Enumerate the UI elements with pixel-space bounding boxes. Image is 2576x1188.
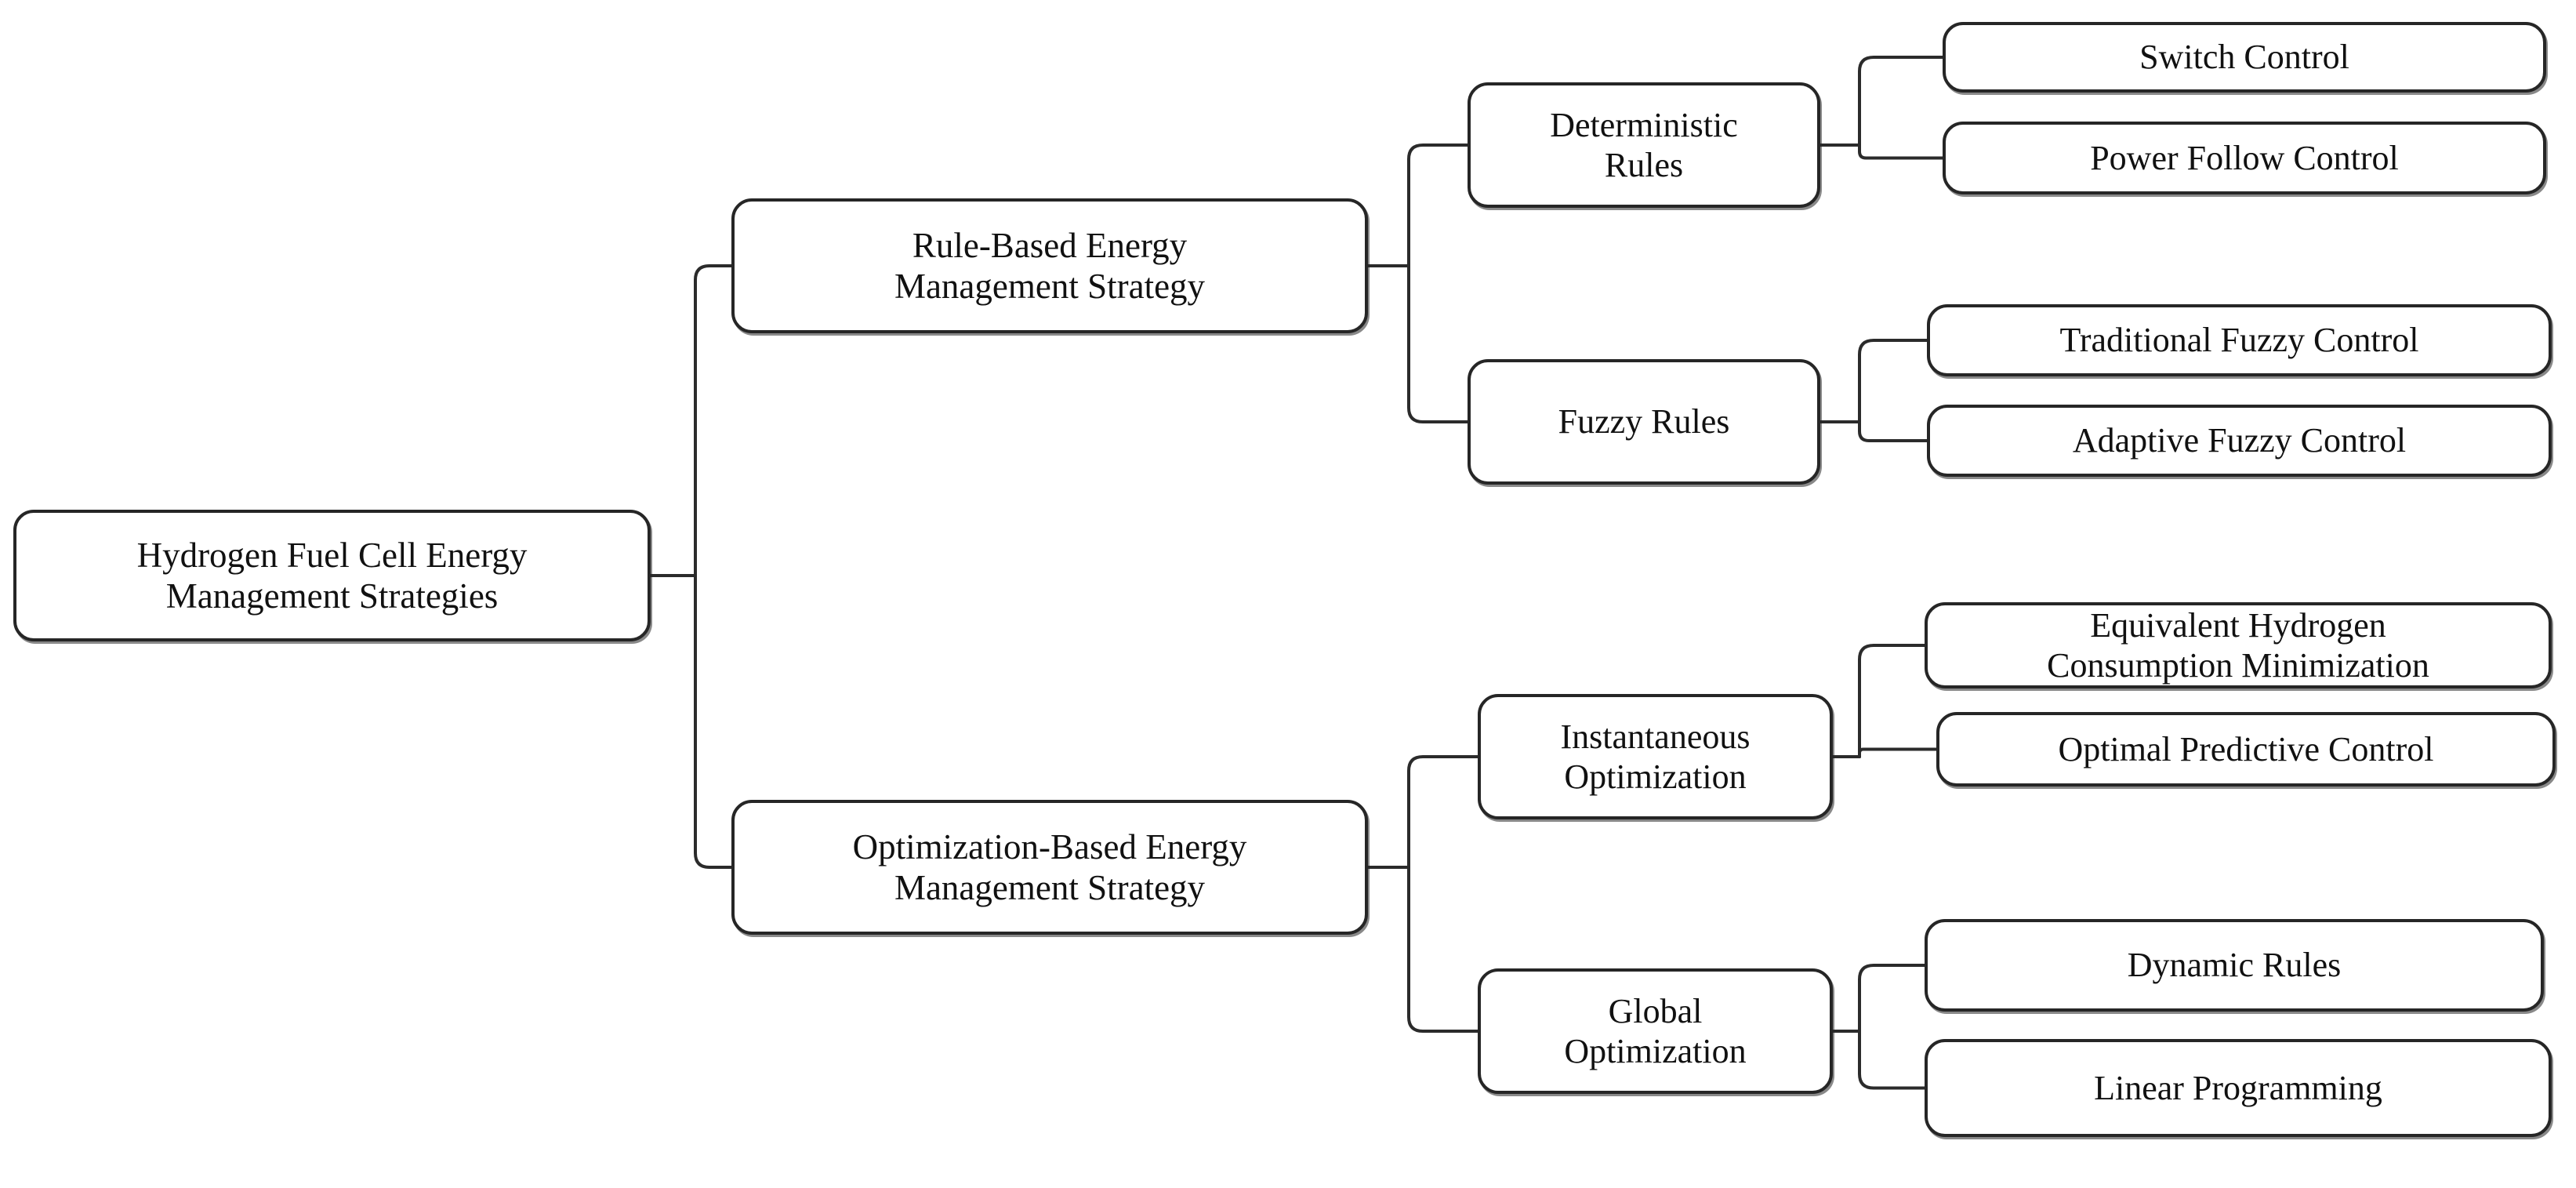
node-fuzzy-rules-label: Fuzzy Rules (1558, 402, 1730, 441)
connector-line (1858, 144, 1944, 160)
node-switch-control-label: Switch Control (2139, 38, 2349, 77)
node-power-follow-control-label: Power Follow Control (2090, 138, 2399, 177)
connector-line (694, 574, 733, 869)
connector-line (1407, 866, 1479, 1033)
connector-line (1858, 1030, 1926, 1090)
connector-line (1407, 755, 1479, 869)
connector-line (1407, 144, 1469, 267)
node-instantaneous-optimization-label: Instantaneous Optimization (1560, 717, 1751, 796)
connector-line (1858, 644, 1926, 758)
node-rule-based-energy-management-strategy-label: Rule-Based Energy Management Strategy (894, 225, 1206, 306)
node-optimal-predictive-control-label: Optimal Predictive Control (2058, 729, 2434, 768)
node-switch-control[interactable]: Switch Control (1943, 22, 2546, 93)
node-linear-programming-label: Linear Programming (2094, 1068, 2382, 1107)
node-global-optimization-label: Global Optimization (1564, 991, 1747, 1070)
node-dynamic-rules[interactable]: Dynamic Rules (1925, 919, 2544, 1012)
connector-line (1858, 747, 1938, 758)
node-root[interactable]: Hydrogen Fuel Cell Energy Management Str… (13, 510, 651, 641)
node-adaptive-fuzzy-control[interactable]: Adaptive Fuzzy Control (1927, 405, 2552, 477)
connector-line (694, 264, 733, 577)
connector-line (1858, 339, 1928, 423)
connector-line (1858, 964, 1926, 1033)
node-fuzzy-rules[interactable]: Fuzzy Rules (1468, 359, 1820, 485)
node-linear-programming[interactable]: Linear Programming (1925, 1039, 2552, 1137)
connector-line (1407, 264, 1469, 423)
node-deterministic-rules[interactable]: Deterministic Rules (1468, 82, 1820, 208)
node-power-follow-control[interactable]: Power Follow Control (1943, 122, 2546, 194)
node-equivalent-hydrogen-consumption-minimization[interactable]: Equivalent Hydrogen Consumption Minimiza… (1925, 602, 2552, 688)
node-traditional-fuzzy-control[interactable]: Traditional Fuzzy Control (1927, 304, 2552, 376)
node-instantaneous-optimization[interactable]: Instantaneous Optimization (1478, 694, 1833, 819)
node-rule-based-energy-management-strategy[interactable]: Rule-Based Energy Management Strategy (731, 198, 1368, 333)
node-root-label: Hydrogen Fuel Cell Energy Management Str… (136, 535, 528, 616)
connector-line (1858, 56, 1944, 147)
node-dynamic-rules-label: Dynamic Rules (2127, 946, 2342, 985)
node-optimization-based-energy-management-strategy-label: Optimization-Based Energy Management Str… (852, 827, 1247, 907)
node-optimal-predictive-control[interactable]: Optimal Predictive Control (1936, 712, 2556, 787)
node-deterministic-rules-label: Deterministic Rules (1550, 105, 1738, 184)
node-optimization-based-energy-management-strategy[interactable]: Optimization-Based Energy Management Str… (731, 800, 1368, 935)
connector-line (1858, 420, 1928, 442)
node-adaptive-fuzzy-control-label: Adaptive Fuzzy Control (2072, 421, 2407, 460)
node-global-optimization[interactable]: Global Optimization (1478, 968, 1833, 1094)
node-traditional-fuzzy-control-label: Traditional Fuzzy Control (2059, 321, 2419, 360)
node-equivalent-hydrogen-consumption-minimization-label: Equivalent Hydrogen Consumption Minimiza… (2047, 605, 2429, 685)
